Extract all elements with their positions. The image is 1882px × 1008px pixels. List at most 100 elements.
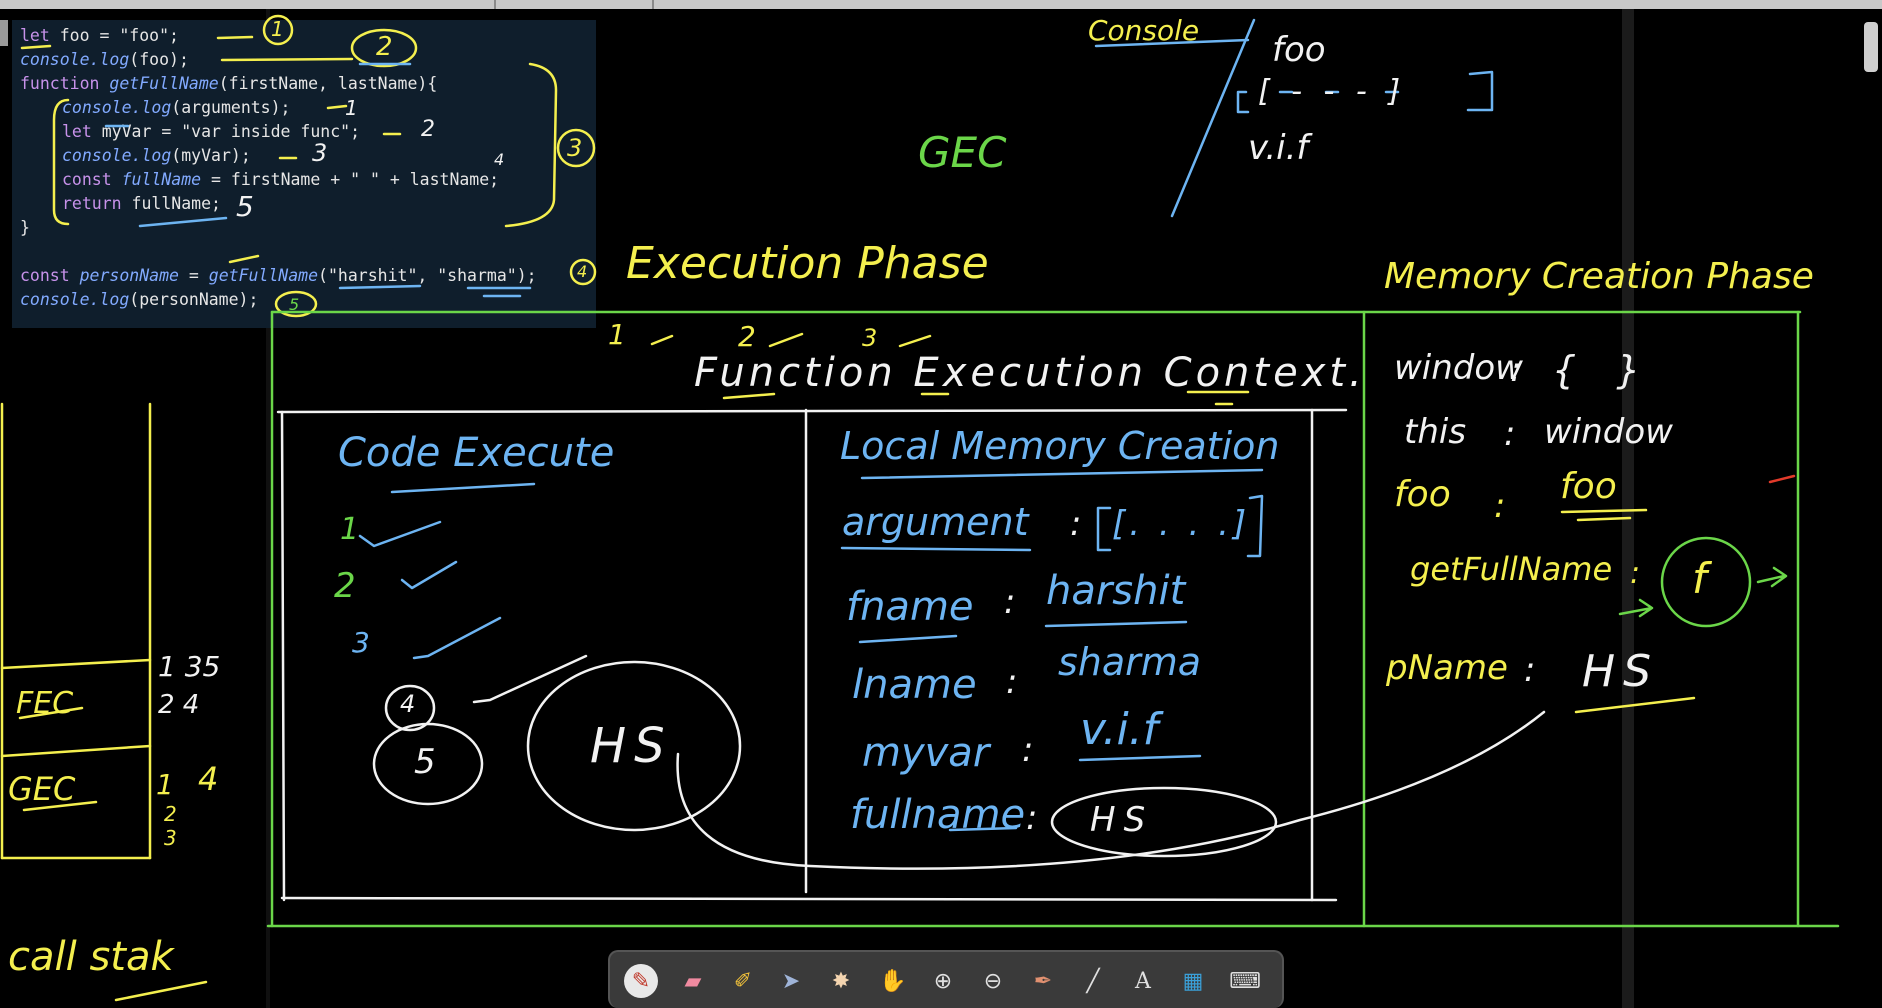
global-memory-key: foo xyxy=(1394,474,1451,515)
text-icon[interactable]: A xyxy=(1135,968,1151,994)
execute-step-1: 1 xyxy=(340,512,360,547)
code-line-1: let foo = "foo"; xyxy=(20,26,179,45)
local-memory-colon: : xyxy=(1070,504,1082,544)
pointer-icon[interactable]: ➤ xyxy=(781,968,801,994)
code-line-8: return fullName; xyxy=(62,194,221,213)
local-memory-key: lname xyxy=(852,662,977,708)
brush-icon[interactable]: ✒ xyxy=(1033,968,1053,994)
global-memory-value: foo xyxy=(1560,466,1617,507)
code-keyword: const xyxy=(62,170,112,189)
execute-step-5: 5 xyxy=(414,742,436,782)
fec-step-numbers: 1 35 xyxy=(158,650,221,683)
side-panel-handle[interactable] xyxy=(1864,22,1878,72)
marker-inner-3: 3 xyxy=(312,139,328,167)
code-text: (arguments); xyxy=(171,98,291,117)
fec-step-2: 2 xyxy=(738,320,756,353)
console-title: Console xyxy=(1088,14,1200,47)
code-line-10: const personName = getFullName("harshit"… xyxy=(20,266,537,285)
code-text: (myVar); xyxy=(171,146,251,165)
global-memory-key: getFullName xyxy=(1410,550,1613,588)
local-memory-value: [. . . .] xyxy=(1112,504,1251,544)
code-line-5: let myVar = "var inside func"; xyxy=(62,122,360,141)
local-memory-colon: : xyxy=(1022,730,1034,770)
code-function: console.log xyxy=(20,290,130,309)
gec-step-number: 4 xyxy=(198,760,219,798)
code-function: fullName xyxy=(121,170,202,189)
zoom-out-icon[interactable]: ⊖ xyxy=(983,968,1003,994)
code-text: ("harshit", "sharma"); xyxy=(318,266,537,285)
code-panel-scroll-handle[interactable] xyxy=(0,20,8,46)
local-memory-value: sharma xyxy=(1058,640,1202,684)
local-memory-key: fullname xyxy=(850,792,1026,838)
local-memory-colon: : xyxy=(1026,798,1038,838)
laser-pointer-icon[interactable]: ✸ xyxy=(831,968,851,994)
top-window-bar xyxy=(0,0,1882,9)
global-memory-colon: : xyxy=(1630,556,1641,591)
execute-checkmarks xyxy=(358,520,502,660)
console-output-myvar: v.i.f xyxy=(1248,128,1309,168)
code-line-3: function getFullName(firstName, lastName… xyxy=(20,74,437,93)
line-icon[interactable]: ╱ xyxy=(1086,968,1100,994)
global-memory-colon: : xyxy=(1494,486,1506,526)
global-memory-key: window xyxy=(1394,348,1523,388)
execute-step-2: 2 xyxy=(334,566,356,606)
pen-icon[interactable]: ✎ xyxy=(624,964,658,998)
execute-result-strokes xyxy=(372,654,1546,870)
local-memory-title: Local Memory Creation xyxy=(840,424,1280,468)
marker-5: 5 xyxy=(289,295,300,314)
whiteboard-icon[interactable]: ▦ xyxy=(1182,968,1204,994)
code-editor-panel: let foo = "foo"; console.log(foo); funct… xyxy=(12,20,596,328)
code-keyword: function xyxy=(20,74,100,93)
red-mark xyxy=(1768,474,1796,484)
function-ref-strokes xyxy=(1618,536,1788,628)
call-stack-frame xyxy=(0,402,208,1002)
zoom-in-icon[interactable]: ⊕ xyxy=(933,968,953,994)
eraser-icon[interactable]: ▰ xyxy=(684,968,702,994)
step-checks xyxy=(650,332,932,348)
marker-inner-2: 2 xyxy=(421,117,435,142)
global-memory-colon: : xyxy=(1524,650,1536,690)
window-divider-strip xyxy=(266,9,270,1008)
highlighter-icon[interactable]: ✐ xyxy=(733,968,753,994)
gec-step-number: 2 xyxy=(164,802,177,826)
keyboard-icon[interactable]: ⌨ xyxy=(1229,968,1261,994)
code-function: personName xyxy=(79,266,179,285)
call-stack-frame-gec: GEC xyxy=(8,770,76,808)
marker-inner-4: 4 xyxy=(494,150,505,169)
code-function: getFullName xyxy=(208,266,319,285)
code-text: (firstName, lastName){ xyxy=(218,74,438,93)
fec-step-3: 3 xyxy=(862,324,878,352)
function-execution-context-box xyxy=(276,408,1348,902)
call-stack-frame-fec: FEC xyxy=(16,686,74,721)
code-keyword: let xyxy=(20,26,50,45)
memory-creation-phase-title: Memory Creation Phase xyxy=(1384,256,1814,297)
global-memory-colon: : xyxy=(1510,350,1522,390)
global-memory-colon: : xyxy=(1504,414,1516,454)
local-memory-underlines xyxy=(840,468,1264,832)
execute-step-3: 3 xyxy=(352,626,370,659)
console-title-underline xyxy=(1094,38,1250,48)
marker-3: 3 xyxy=(567,134,583,162)
marker-4: 4 xyxy=(577,262,588,281)
code-execute-underline xyxy=(390,482,536,494)
global-memory-value: window xyxy=(1544,412,1673,452)
marker-2: 2 xyxy=(376,32,393,62)
global-memory-value: f xyxy=(1692,554,1707,603)
marker-inner-5: 5 xyxy=(236,190,254,223)
code-underline-strokes xyxy=(104,62,532,298)
execution-phase-title: Execution Phase xyxy=(626,238,989,289)
local-memory-value: HS xyxy=(1090,800,1154,840)
code-keyword: let xyxy=(62,122,92,141)
code-execute-title: Code Execute xyxy=(338,430,615,476)
code-keyword: const xyxy=(20,266,70,285)
global-memory-key: this xyxy=(1404,412,1467,452)
marker-inner-1: 1 xyxy=(345,96,358,120)
local-memory-key: fname xyxy=(846,584,974,630)
code-text: foo = "foo"; xyxy=(49,26,179,45)
hand-icon[interactable]: ✋ xyxy=(879,968,907,994)
console-output-arguments: [ - - - ] xyxy=(1258,74,1407,109)
console-strokes xyxy=(1170,18,1494,218)
code-keyword: return xyxy=(62,194,122,213)
top-bar-divider xyxy=(652,0,654,9)
code-text: = xyxy=(178,266,209,285)
